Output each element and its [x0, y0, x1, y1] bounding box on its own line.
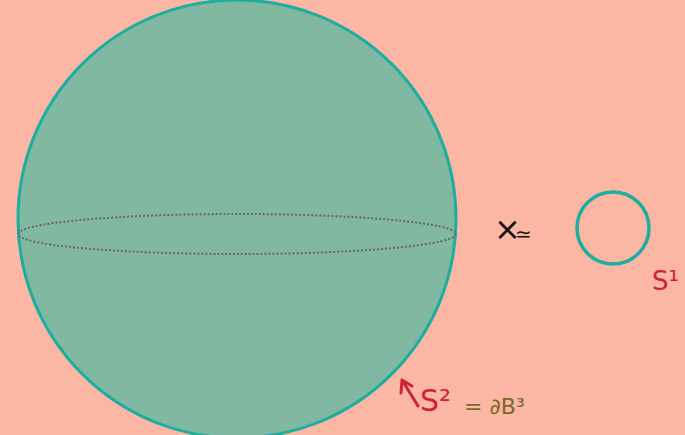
- circle-s1: [577, 192, 649, 264]
- equivalence-symbol: ≃: [515, 224, 532, 244]
- pointer-arrow: [401, 380, 418, 406]
- ball-b3: [18, 0, 456, 435]
- boundary-equation: = ∂B³: [464, 396, 525, 418]
- s2-label: S²: [420, 386, 451, 416]
- s1-label: S¹: [652, 268, 679, 294]
- equator-dashed: [18, 214, 456, 254]
